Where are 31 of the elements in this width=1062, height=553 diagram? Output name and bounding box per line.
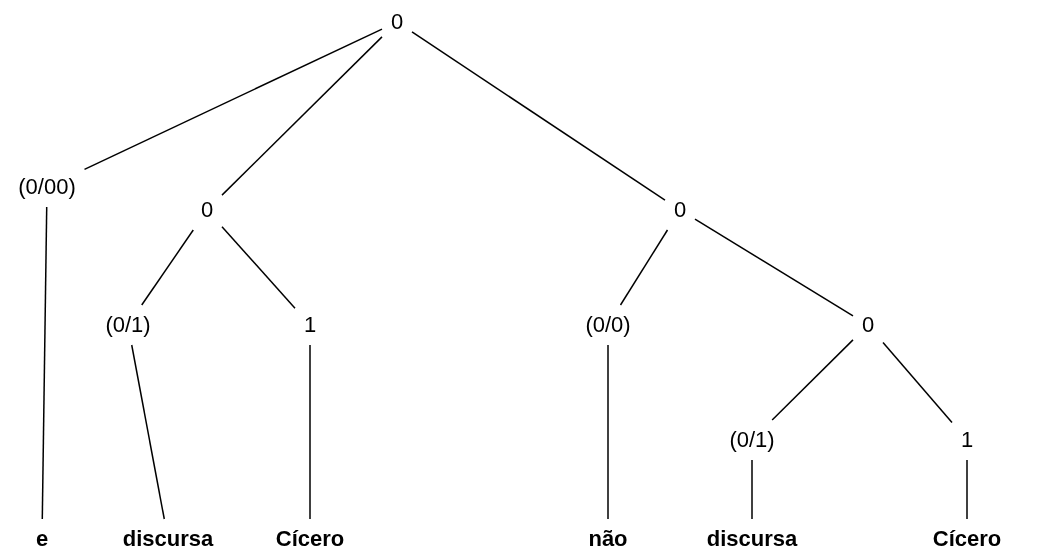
tree-branch (607, 344, 609, 520)
tree-branch (882, 341, 953, 424)
leaf-word: e (32, 524, 52, 553)
tree-branch (41, 206, 48, 520)
tree-branch (141, 229, 194, 306)
tree-branch (131, 344, 165, 520)
tree-branch (771, 339, 854, 421)
node-label: 1 (957, 425, 977, 455)
leaf-word: não (585, 524, 631, 553)
node-label: (0/00) (15, 172, 79, 202)
tree-branch (309, 344, 311, 520)
tree-branch (966, 459, 968, 520)
node-label: 0 (670, 195, 690, 225)
leaf-word: discursa (703, 524, 801, 553)
tree-branch (83, 28, 383, 171)
node-label: 0 (197, 195, 217, 225)
node-label: (0/1) (102, 310, 154, 340)
node-label: 0 (387, 7, 407, 37)
node-label: (0/0) (582, 310, 634, 340)
leaf-word: Cícero (272, 524, 348, 553)
tree-branch (751, 459, 753, 520)
tree-branch (694, 218, 854, 317)
leaf-word: Cícero (929, 524, 1005, 553)
leaf-word: discursa (119, 524, 217, 553)
node-label: 1 (300, 310, 320, 340)
tree-branch (411, 31, 666, 201)
tree-branch (221, 36, 383, 196)
tree-branch (221, 226, 296, 309)
tree-branch (619, 229, 669, 306)
node-label: (0/1) (726, 425, 778, 455)
node-label: 0 (858, 310, 878, 340)
